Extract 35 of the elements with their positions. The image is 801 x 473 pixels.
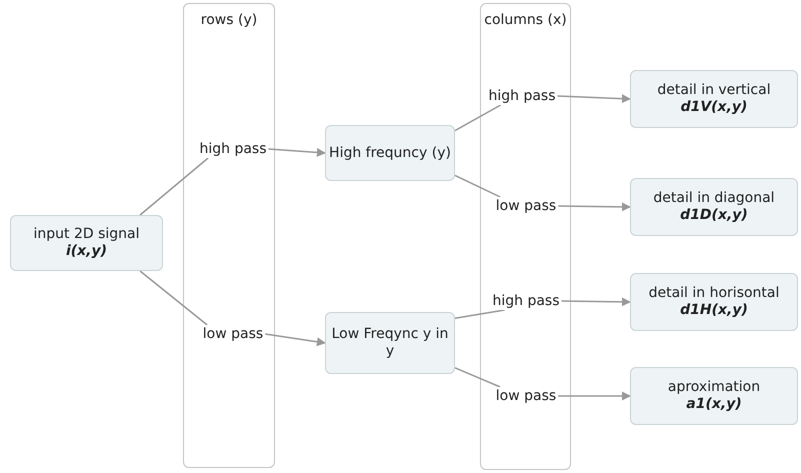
stage-panel bbox=[480, 3, 571, 470]
box-label: detail in diagonal bbox=[653, 190, 775, 207]
arrow bbox=[558, 202, 631, 212]
stage-heading: rows (y) bbox=[200, 12, 258, 28]
stage-panel bbox=[183, 3, 275, 468]
process-box bbox=[10, 215, 163, 271]
box-label: detail in horisontal bbox=[648, 285, 780, 302]
box-label: input 2D signal bbox=[33, 226, 140, 243]
box-label: Low Freqync y in y bbox=[330, 326, 450, 360]
function-label: d1D(x,y) bbox=[680, 207, 748, 224]
arrow bbox=[268, 148, 326, 157]
process-box bbox=[630, 178, 798, 236]
connector-line bbox=[140, 270, 208, 326]
stage-heading: columns (x) bbox=[483, 12, 568, 28]
connector-line bbox=[140, 157, 209, 216]
process-box bbox=[325, 312, 455, 374]
process-box bbox=[325, 125, 455, 181]
process-box bbox=[630, 273, 798, 331]
arrow bbox=[265, 333, 326, 346]
box-label: aproximation bbox=[668, 379, 760, 396]
process-box bbox=[630, 367, 798, 425]
box-label: detail in vertical bbox=[657, 82, 771, 99]
function-label: d1V(x,y) bbox=[680, 99, 748, 116]
arrow bbox=[557, 94, 631, 104]
function-label: i(x,y) bbox=[66, 243, 108, 260]
function-label: a1(x,y) bbox=[686, 396, 742, 413]
connector-line bbox=[454, 309, 505, 319]
process-box bbox=[630, 70, 798, 128]
arrow bbox=[558, 392, 631, 400]
connector-line bbox=[454, 174, 501, 198]
arrow bbox=[562, 297, 631, 306]
function-label: d1H(x,y) bbox=[680, 302, 748, 319]
connector-line bbox=[454, 367, 501, 388]
box-label: High frequncy (y) bbox=[329, 144, 451, 162]
connector-line bbox=[454, 104, 502, 132]
